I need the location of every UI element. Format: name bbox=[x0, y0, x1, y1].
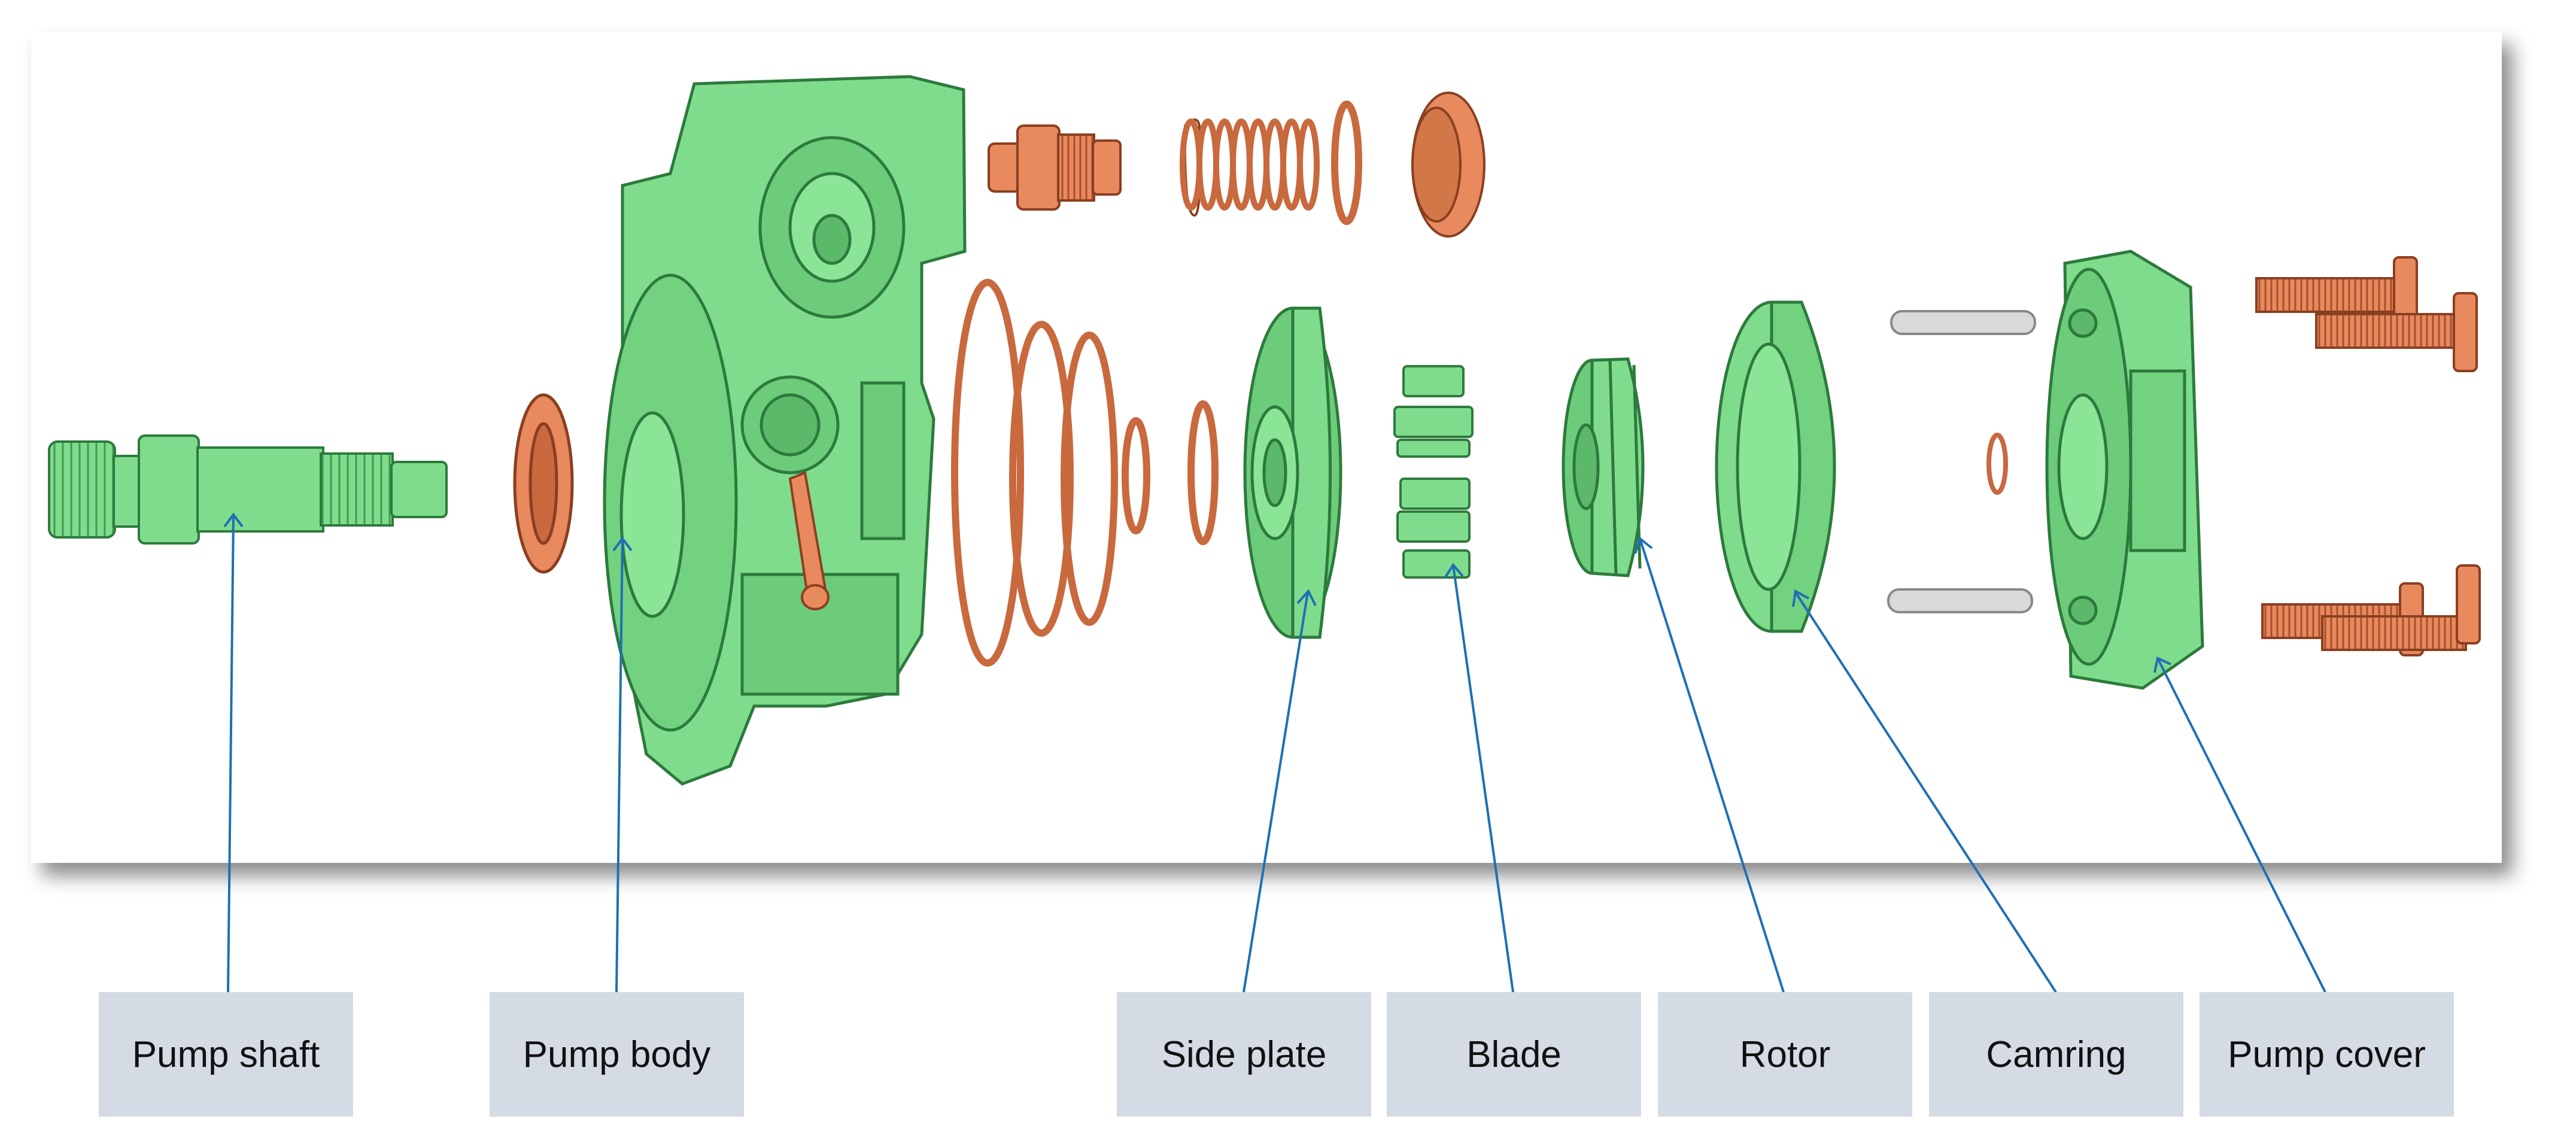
body-fitting-part bbox=[788, 471, 830, 610]
label-pump-body-text: Pump body bbox=[523, 1033, 711, 1075]
pump-shaft-part bbox=[48, 434, 448, 545]
label-pump-cover-text: Pump cover bbox=[2228, 1033, 2426, 1075]
leader-camring bbox=[1792, 589, 2057, 993]
label-rotor-text: Rotor bbox=[1739, 1033, 1831, 1075]
label-side-plate-text: Side plate bbox=[1161, 1033, 1327, 1075]
leader-pump-cover bbox=[2153, 656, 2326, 993]
leader-side-plate bbox=[1243, 589, 1317, 993]
pump-body-part bbox=[603, 75, 967, 786]
label-blade-text: Blade bbox=[1466, 1033, 1562, 1075]
camring-part bbox=[1715, 300, 1836, 633]
label-pump-shaft: Pump shaft bbox=[99, 992, 353, 1117]
label-camring: Camring bbox=[1929, 992, 2183, 1117]
leader-pump-shaft bbox=[223, 512, 244, 993]
dowel-pins-part bbox=[1887, 310, 2036, 613]
label-pump-cover: Pump cover bbox=[2200, 992, 2454, 1117]
leader-lines bbox=[223, 512, 2326, 993]
leader-pump-body bbox=[612, 536, 633, 993]
label-pump-body: Pump body bbox=[490, 992, 744, 1117]
cover-bolts-part bbox=[2255, 256, 2481, 656]
label-rotor: Rotor bbox=[1658, 992, 1912, 1117]
label-blade: Blade bbox=[1387, 992, 1641, 1117]
small-o-ring-part bbox=[1986, 433, 2008, 495]
label-pump-shaft-text: Pump shaft bbox=[132, 1033, 320, 1075]
pump-cover-part bbox=[2045, 250, 2204, 690]
shaft-seal-part bbox=[513, 393, 574, 574]
leader-blade bbox=[1444, 562, 1514, 993]
label-camring-text: Camring bbox=[1986, 1033, 2127, 1075]
label-side-plate: Side plate bbox=[1117, 992, 1371, 1117]
relief-valve-parts bbox=[988, 92, 1486, 238]
leader-rotor bbox=[1634, 536, 1785, 993]
rotor-part bbox=[1562, 357, 1645, 577]
side-plate-part bbox=[1243, 306, 1342, 639]
o-rings-part bbox=[951, 279, 1219, 667]
